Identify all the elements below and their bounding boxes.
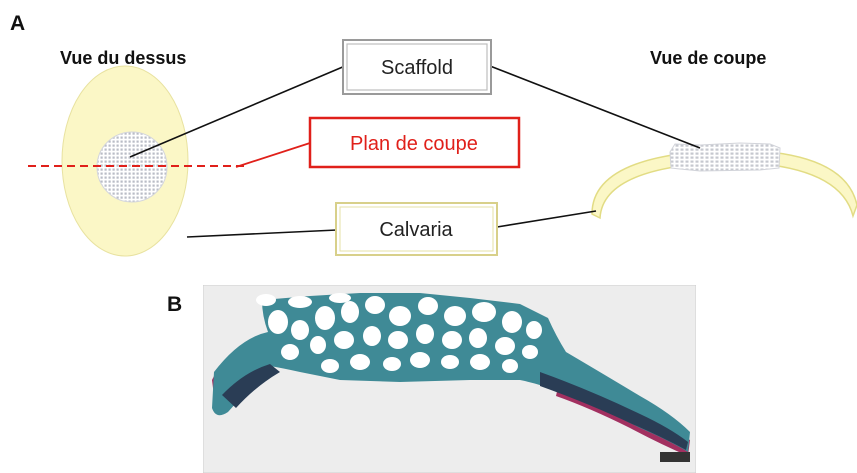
panel-b-letter: B [167,293,182,316]
calvaria-leader-right [496,210,597,228]
calvaria-leader-left [186,229,338,238]
calvaria-label-box: Calvaria [335,202,498,256]
calvaria-section-view [591,149,857,220]
scaffold-label-box: Scaffold [342,39,492,95]
cut-plane-label: Plan de coupe [350,133,478,155]
scaffold-label: Scaffold [381,57,453,79]
scaffold-leader-left [129,65,346,158]
scaffold-leader-right [489,65,701,149]
tissue-main-band [212,293,690,452]
cut-plane-leader [235,142,311,168]
top-view-title: Vue du dessus [60,48,186,68]
section-view-title: Vue de coupe [650,48,766,68]
calvaria-label: Calvaria [379,219,453,241]
panel-a-letter: A [10,12,25,35]
cut-plane-label-box: Plan de coupe [308,116,521,169]
scale-bar [660,452,690,462]
scaffold-section-view [669,142,781,172]
tissue-dark-right [540,372,688,450]
histology-image [203,285,696,473]
tissue-dark-left [222,364,280,408]
scaffold-pores [256,293,542,373]
